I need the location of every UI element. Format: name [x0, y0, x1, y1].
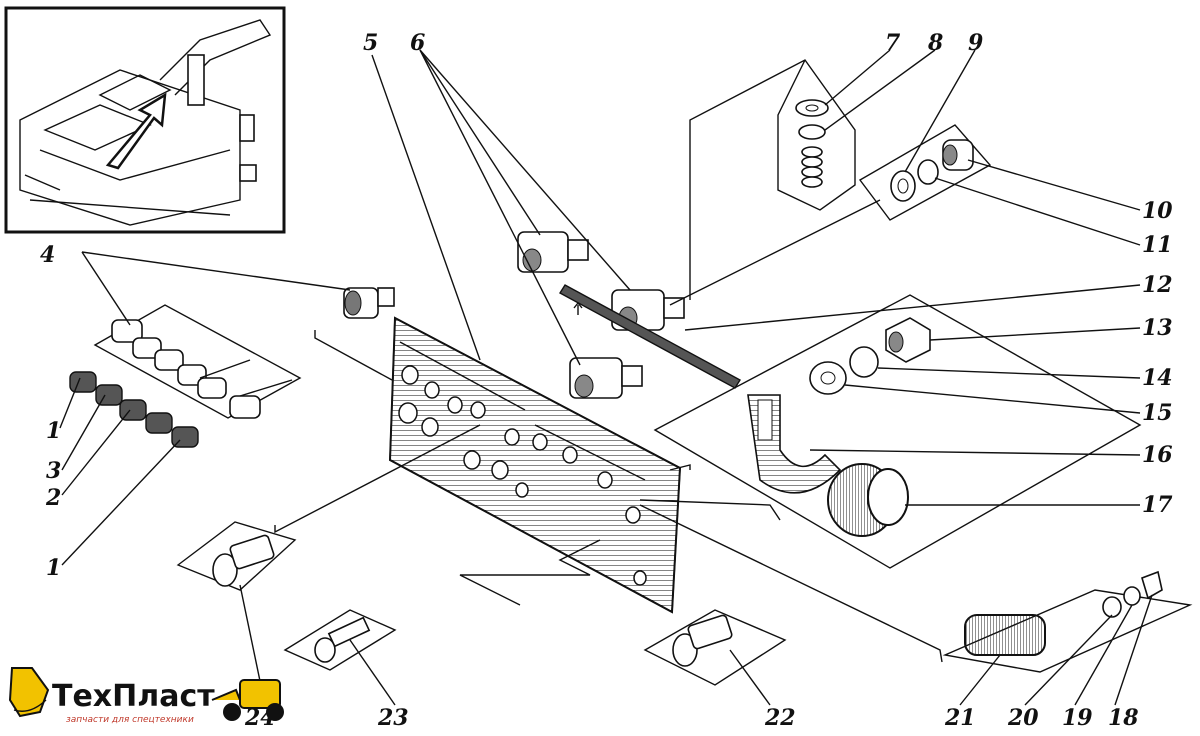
nut-washer-group-top	[669, 124, 992, 306]
callout-4: 4	[40, 242, 55, 268]
toggle-switches	[517, 231, 741, 399]
callout-leaders	[59, 49, 1153, 706]
instrument-panel-plate	[388, 316, 682, 614]
assembly-leader-lines	[274, 330, 943, 663]
callout-1-second: 1	[46, 555, 61, 581]
callout-19: 19	[1062, 705, 1093, 731]
callout-14: 14	[1142, 365, 1173, 391]
techplast-logo: ТехПласт запчасти для спецтехники	[8, 667, 284, 725]
switch-mount-group	[653, 294, 1142, 569]
callout-6: 6	[410, 30, 425, 56]
fuse-block-group	[942, 570, 1193, 673]
callout-1: 1	[46, 418, 61, 444]
callout-17: 17	[1142, 492, 1173, 518]
callout-13: 13	[1142, 315, 1173, 341]
screw-24	[176, 521, 297, 591]
spring-washer-detail	[689, 59, 856, 300]
callout-2: 2	[45, 485, 61, 511]
callout-5: 5	[363, 30, 378, 56]
callout-9: 9	[968, 30, 983, 56]
screw-23	[283, 609, 397, 671]
callout-7: 7	[885, 30, 901, 56]
screw-22	[643, 609, 787, 686]
inset-location-view	[4, 6, 286, 234]
callout-18: 18	[1108, 705, 1139, 731]
callout-15: 15	[1142, 400, 1173, 426]
callout-23: 23	[377, 705, 409, 731]
callout-12: 12	[1142, 272, 1173, 298]
callout-labels: 5 6 7 8 9 10 11 12 13 14 15 16 17 4 1 3 …	[40, 30, 1173, 731]
logo-wordmark: ТехПласт	[52, 679, 215, 714]
callout-16: 16	[1142, 442, 1173, 468]
callout-21: 21	[944, 705, 976, 731]
callout-11: 11	[1142, 232, 1173, 258]
loader-icon	[239, 679, 281, 709]
excavator-bucket-icon	[8, 667, 50, 718]
location-arrow-icon	[105, 92, 167, 170]
callout-10: 10	[1142, 198, 1173, 224]
callout-20: 20	[1007, 705, 1039, 731]
callout-22: 22	[764, 705, 796, 731]
logo-tagline: запчасти для спецтехники	[66, 715, 194, 725]
switch-knob-assembly	[69, 304, 302, 448]
callout-8: 8	[927, 30, 943, 56]
callout-3: 3	[46, 458, 61, 484]
threaded-bushing	[343, 287, 395, 319]
